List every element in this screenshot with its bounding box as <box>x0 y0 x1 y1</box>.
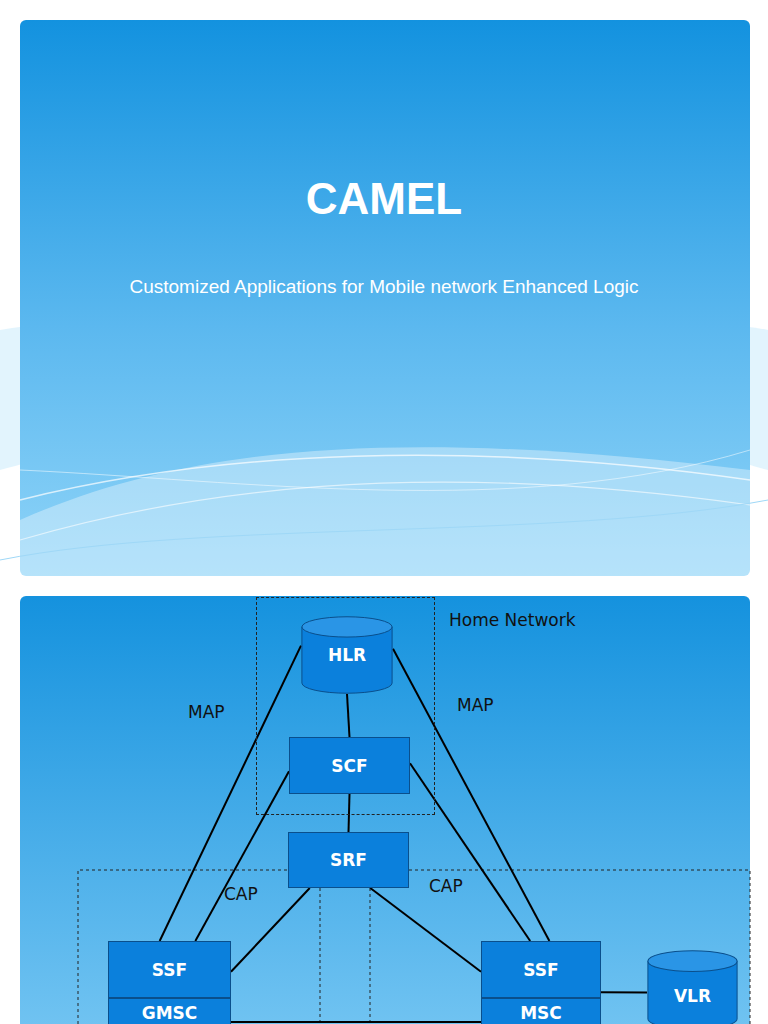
node-label: SRF <box>330 850 367 870</box>
connector-line <box>195 771 289 941</box>
hlr-database: HLR <box>301 616 393 694</box>
connector-line <box>231 1021 481 1022</box>
connector-line <box>347 694 350 737</box>
ssf-box: SSF <box>108 941 231 998</box>
connector-line <box>370 888 481 972</box>
gmsc-box: GMSC <box>108 998 231 1024</box>
srf-box: SRF <box>288 832 409 888</box>
region-label: Home Network <box>449 610 576 630</box>
node-label: VLR <box>674 986 711 1006</box>
vlr-database: VLR <box>647 950 738 1024</box>
slide-title: CAMEL <box>0 174 768 224</box>
interface-label: CAP <box>429 876 463 896</box>
interface-label: MAP <box>457 695 494 715</box>
node-label: SCF <box>331 756 367 776</box>
connector-line <box>410 763 530 941</box>
connector-line <box>349 794 350 832</box>
node-label: SSF <box>152 960 187 980</box>
node-label: GMSC <box>142 1003 198 1023</box>
node-label: SSF <box>523 960 558 980</box>
ssf-box: SSF <box>481 941 601 998</box>
connector-line <box>393 649 549 941</box>
connector-line <box>601 992 647 993</box>
msc-box: MSC <box>481 998 601 1024</box>
interface-label: MAP <box>188 702 225 722</box>
connector-line <box>160 646 301 941</box>
home-network-region: Home NetworkHLRSCF <box>256 597 435 815</box>
node-label: HLR <box>328 645 366 665</box>
interface-label: CAP <box>224 884 258 904</box>
scf-box: SCF <box>289 737 410 794</box>
node-label: MSC <box>520 1003 562 1023</box>
slide-subtitle: Customized Applications for Mobile netwo… <box>114 274 654 299</box>
